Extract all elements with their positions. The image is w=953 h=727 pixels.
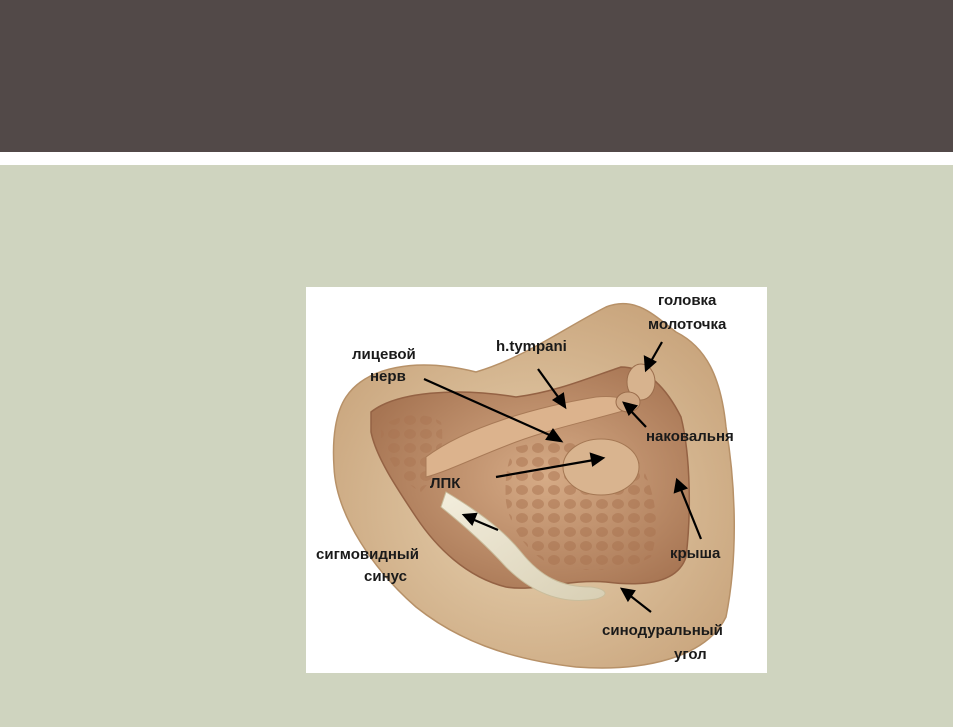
label-incus: наковальня — [646, 428, 734, 445]
anatomy-figure: головка молоточка h.tympani лицевой нерв… — [306, 287, 767, 673]
label-facial-nerve-line1: лицевой — [352, 346, 416, 363]
label-sinodural-angle-line1: синодуральный — [602, 622, 723, 639]
pointer-arrows — [423, 341, 703, 613]
label-malleus-head-line1: головка — [658, 292, 717, 309]
label-sigmoid-sinus-line2: синус — [364, 568, 407, 585]
label-tympani: h.tympani — [496, 338, 567, 355]
slide-header-band — [0, 0, 953, 152]
temporal-bone-illustration — [332, 302, 735, 669]
label-roof: крыша — [670, 545, 721, 562]
lateral-semicircular-canal — [562, 438, 640, 496]
label-sigmoid-sinus-line1: сигмовидный — [316, 546, 419, 563]
malleus-head-shape — [626, 363, 656, 401]
label-sinodural-angle-line2: угол — [674, 646, 707, 663]
label-facial-nerve-line2: нерв — [370, 368, 406, 385]
sigmoid-sinus-shape — [440, 491, 606, 601]
label-malleus-head-line2: молоточка — [648, 316, 727, 333]
label-lpk: ЛПК — [430, 475, 461, 492]
